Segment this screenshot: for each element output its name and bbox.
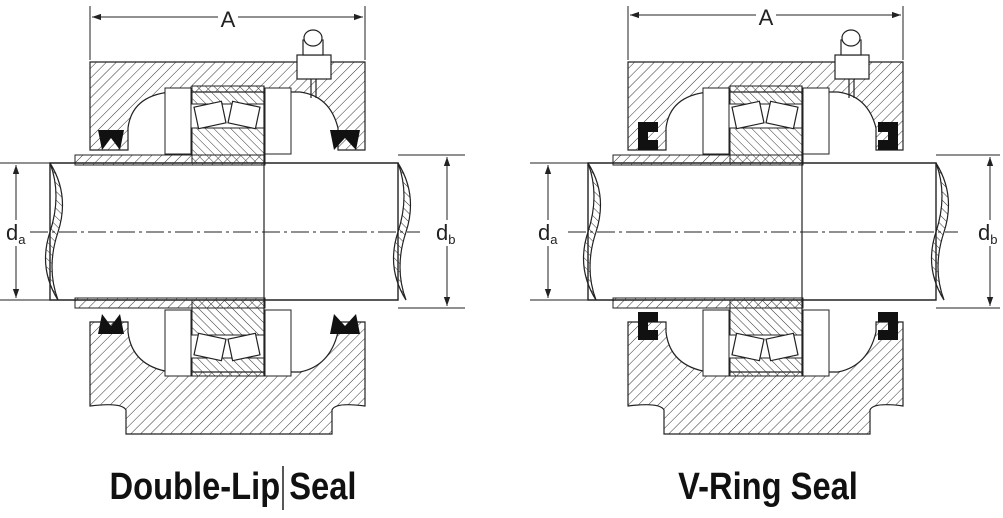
grease-fitting <box>834 29 870 98</box>
v-ring-seal-assembly: A da db <box>530 5 1000 435</box>
double-lip-seal <box>98 130 360 334</box>
locating-ring <box>802 87 830 155</box>
locating-ring <box>164 87 192 155</box>
roller <box>193 100 261 362</box>
roller <box>731 100 799 362</box>
dim-db-label: db <box>978 220 997 247</box>
dim-da-label: da <box>6 220 26 247</box>
adapter-sleeve <box>74 154 266 166</box>
locating-ring <box>802 309 830 377</box>
inner-ring <box>729 127 803 164</box>
grease-fitting <box>296 29 332 98</box>
adapter-sleeve <box>612 154 804 166</box>
caption-v-ring-seal: V-Ring Seal <box>678 466 858 508</box>
outer-ring-lower <box>729 357 803 377</box>
locating-ring <box>264 87 292 155</box>
outer-ring <box>191 85 265 105</box>
locating-ring <box>264 309 292 377</box>
dim-da-label: da <box>538 220 558 247</box>
dim-a-label: A <box>759 5 774 30</box>
dim-db-label: db <box>436 220 455 247</box>
inner-ring-lower <box>729 299 803 336</box>
adapter-sleeve-lower <box>74 297 266 309</box>
locating-ring <box>164 309 192 377</box>
caption-double-lip-seal: Double-Lip Seal <box>109 466 357 508</box>
locating-ring <box>702 309 730 377</box>
outer-ring-lower <box>191 357 265 377</box>
inner-ring <box>191 127 265 164</box>
double-lip-seal-assembly: A da db <box>0 6 465 435</box>
outer-ring <box>729 85 803 105</box>
inner-ring-lower <box>191 299 265 336</box>
adapter-sleeve-lower <box>612 297 804 309</box>
dim-a-label: A <box>221 7 236 32</box>
v-ring-seal <box>638 122 898 340</box>
locating-ring <box>702 87 730 155</box>
